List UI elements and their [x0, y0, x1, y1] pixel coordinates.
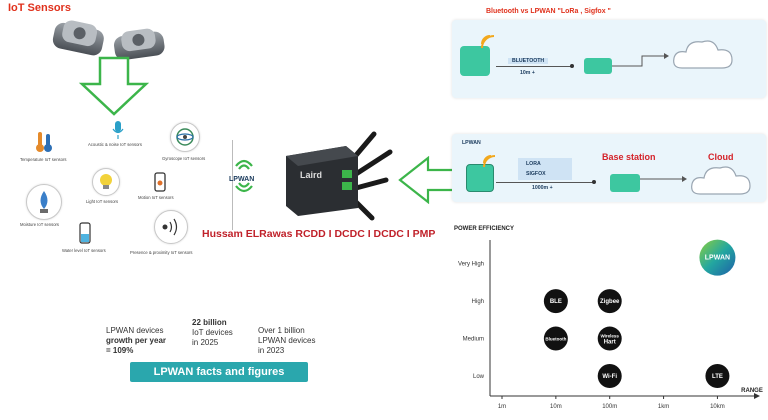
bluetooth-link-dot: [570, 64, 574, 68]
point-label-wireless-hart: Hart: [604, 340, 616, 346]
gyroscope-icon: [176, 128, 194, 146]
x-tick-label: 1km: [658, 404, 669, 410]
point-label-ble: BLE: [550, 299, 562, 305]
cloud-label: Cloud: [708, 152, 734, 162]
iot-sensors-title: IoT Sensors: [8, 2, 71, 14]
cloud-icon: [673, 40, 733, 69]
base-station-box: [610, 174, 640, 192]
point-wi-fi: [597, 364, 622, 388]
lpwan-logo-icon: [235, 159, 253, 193]
bluetooth-signal-icon: [481, 35, 495, 49]
point-label-zigbee: Zigbee: [600, 299, 620, 305]
lpwan-link-label-sigfox: SIGFOX: [526, 171, 546, 177]
bluetooth-link-line: [496, 66, 572, 67]
light-bulb-icon: [100, 174, 112, 189]
facts-lpwan-line3: in 2023: [258, 346, 285, 355]
presence-sensor-label: Presence & proximity IoT sensors: [130, 250, 193, 255]
facts-lpwan-devices: Over 1 billion LPWAN devices in 2023: [258, 326, 316, 356]
bluetooth-device-box: [460, 46, 490, 76]
bluetooth-panel: BLUETOOTH 10m +: [452, 20, 766, 98]
lpwan-panel-title: LPWAN: [462, 140, 481, 146]
lpwan-facts-button[interactable]: LPWAN facts and figures: [130, 362, 308, 382]
chart-title: POWER EFFICIENCY: [454, 226, 515, 232]
lpwan-link-dot: [592, 180, 596, 184]
facts-growth: LPWAN devices growth per year = 109%: [106, 326, 166, 356]
light-icon-circle: [92, 168, 120, 196]
cloud-icon: [691, 166, 751, 195]
base-station-to-cloud-arrow: [640, 176, 687, 182]
gyroscope-sensor-label: Gyroscope IoT sensors: [162, 156, 206, 161]
laird-gateway-image: [286, 131, 393, 221]
gateway-brand-label: Laird: [300, 170, 323, 180]
facts-iot-line2: IoT devices: [192, 328, 233, 337]
point-label-lpwan: LPWAN: [705, 255, 730, 262]
bluetooth-vs-lpwan-title: Bluetooth vs LPWAN "LoRa , Sigfox ": [486, 8, 611, 15]
lpwan-signal-icon: [483, 155, 496, 168]
motion-sensor-label: Motion IoT sensors: [138, 195, 174, 200]
y-tick-label: Medium: [463, 337, 484, 343]
water-level-sensor-label: Water level IoT sensors: [62, 248, 106, 253]
x-axis-arrowhead: [754, 393, 760, 399]
lpwan-link-line: [496, 182, 594, 183]
bluetooth-receiver-box: [584, 58, 612, 74]
facts-iot-line1: 22 billion: [192, 318, 227, 327]
point-lte: [705, 364, 730, 388]
lpwan-range: 1000m +: [532, 185, 553, 191]
x-tick-label: 1m: [498, 404, 506, 410]
point-label-wi-fi: Wi-Fi: [602, 374, 617, 380]
facts-lpwan-line2: LPWAN devices: [258, 336, 316, 345]
point-label-wireless-hart: Wireless: [600, 334, 619, 339]
point-label-bluetooth: Bluetooth: [545, 337, 566, 342]
motion-phone-icon: [154, 172, 166, 192]
gyroscope-icon-circle: [170, 122, 200, 152]
lpwan-link-label-box: [518, 158, 572, 180]
base-station-label: Base station: [602, 152, 656, 162]
point-bluetooth: [543, 326, 568, 351]
facts-iot-devices: 22 billion IoT devices in 2025: [192, 318, 233, 348]
lpwan-device-box: [466, 164, 494, 192]
facts-growth-line3: = 109%: [106, 346, 134, 355]
lpwan-logo-text: LPWAN: [229, 176, 255, 183]
author-credit: Hussam ELRawas RCDD I DCDC I DCDC I PMP: [202, 228, 436, 240]
y-tick-label: High: [472, 299, 484, 305]
point-wireless-hart: [597, 326, 622, 351]
x-tick-label: 100m: [602, 404, 617, 410]
facts-lpwan-line1: Over 1 billion: [258, 326, 305, 335]
temperature-sensor-label: Temperature IoT sensors: [20, 157, 67, 162]
presence-waves-icon: [162, 218, 178, 236]
microphone-icon: [112, 121, 124, 139]
thermometer-icon: [36, 132, 52, 152]
point-lpwan: [699, 239, 736, 276]
divider-line: [232, 140, 233, 230]
iot-sensor-devices-image: [52, 20, 165, 60]
water-level-icon: [79, 222, 91, 244]
x-axis-label: RANGE: [741, 388, 763, 394]
bluetooth-to-cloud-arrow: [612, 53, 669, 67]
point-label-lte: LTE: [712, 374, 723, 380]
sensor-types-panel: Temperature IoT sensors Acoustic & noise…: [14, 116, 222, 262]
x-tick-label: 10m: [550, 404, 562, 410]
light-sensor-label: Light IoT sensors: [86, 199, 119, 204]
x-tick-label: 10km: [710, 404, 725, 410]
moisture-drop-icon: [40, 191, 48, 213]
facts-growth-line2: growth per year: [106, 336, 167, 345]
point-ble: [543, 289, 568, 314]
y-tick-label: Low: [473, 374, 485, 380]
down-arrow-icon: [78, 56, 150, 116]
bluetooth-link-label: BLUETOOTH: [508, 58, 549, 64]
point-zigbee: [597, 289, 622, 314]
facts-growth-line1: LPWAN devices: [106, 326, 164, 335]
moisture-sensor-label: Moisture IoT sensors: [20, 222, 60, 227]
lpwan-panel: LPWAN LORA SIGFOX 1000m + Base station C…: [452, 134, 766, 202]
acoustic-sensor-label: Acoustic & noise IoT sensors: [88, 142, 142, 147]
facts-iot-line3: in 2025: [192, 338, 219, 347]
y-tick-label: Very High: [458, 262, 484, 268]
lpwan-link-label-lora: LORA: [526, 161, 541, 167]
bluetooth-range: 10m +: [520, 70, 535, 76]
moisture-icon-circle: [26, 184, 62, 220]
power-efficiency-chart: 1m 10m 100m 1km 10km Low Medium High Very HighRA…: [458, 239, 763, 410]
presence-icon-circle: [154, 210, 188, 244]
